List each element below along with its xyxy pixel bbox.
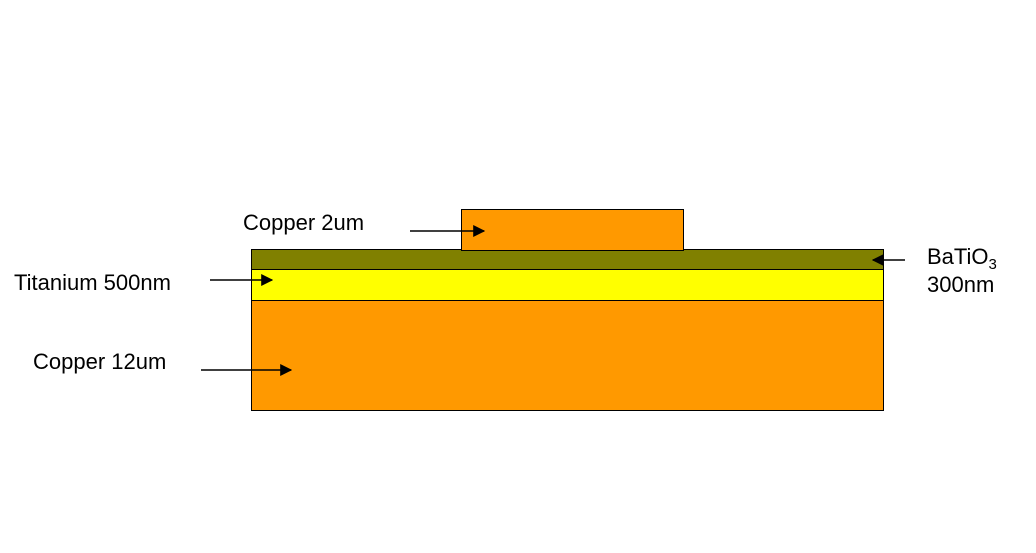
batio3-subscript: 3 — [988, 256, 997, 273]
copper-2um-layer — [461, 209, 684, 251]
titanium-layer — [251, 268, 884, 301]
copper-12um-label: Copper 12um — [33, 349, 167, 374]
titanium-label: Titanium 500nm — [14, 270, 171, 295]
copper-2um-label: Copper 2um — [243, 210, 365, 235]
batio3-thickness-label: 300nm — [927, 272, 995, 297]
copper-12um-layer — [251, 299, 884, 411]
batio3-formula: BaTiO — [927, 244, 989, 269]
batio3-label: BaTiO3 — [927, 244, 997, 273]
